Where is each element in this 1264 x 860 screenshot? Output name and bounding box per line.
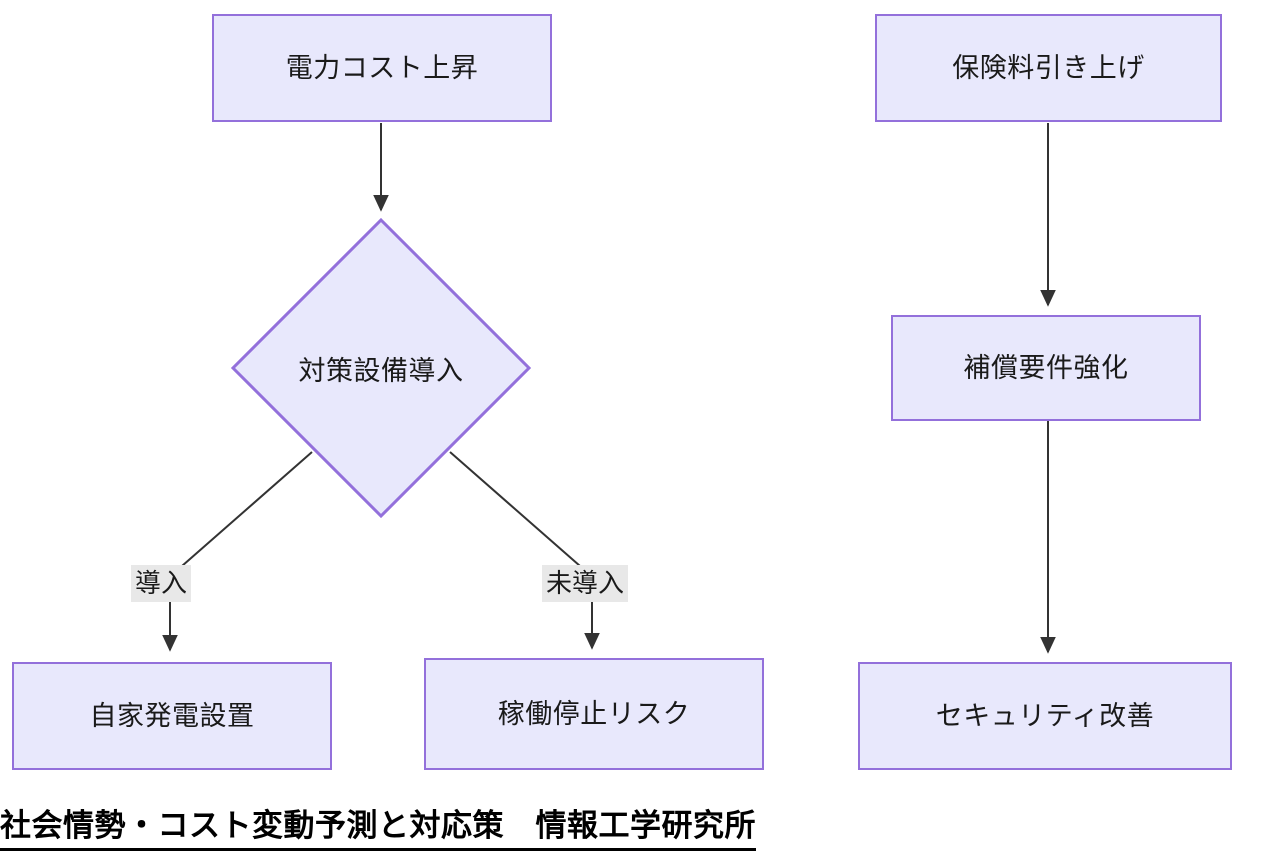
node-self-power[interactable]: 自家発電設置 (12, 662, 332, 770)
node-downtime-risk[interactable]: 稼働停止リスク (424, 658, 764, 770)
diamond-shape (231, 218, 531, 518)
node-countermeasure[interactable]: 対策設備導入 (231, 218, 531, 518)
node-downtime-risk-label: 稼働停止リスク (497, 698, 691, 729)
node-security-improvement-label: セキュリティ改善 (935, 700, 1155, 731)
diagram-caption: 社会情勢・コスト変動予測と対応策 情報工学研究所 (0, 800, 1264, 851)
node-power-cost[interactable]: 電力コスト上昇 (212, 14, 552, 122)
node-coverage-req[interactable]: 補償要件強化 (891, 315, 1201, 421)
node-coverage-req-label: 補償要件強化 (963, 352, 1129, 383)
node-premium-hike-label: 保険料引き上げ (952, 52, 1145, 83)
edge-label-adopted: 導入 (131, 565, 192, 602)
node-countermeasure-label: 対策設備導入 (298, 355, 464, 386)
node-premium-hike[interactable]: 保険料引き上げ (875, 14, 1222, 122)
diagram-caption-text: 社会情勢・コスト変動予測と対応策 情報工学研究所 (0, 800, 756, 851)
edge-label-not-adopted: 未導入 (542, 565, 629, 602)
node-power-cost-label: 電力コスト上昇 (285, 52, 479, 83)
node-self-power-label: 自家発電設置 (89, 700, 255, 731)
node-security-improvement[interactable]: セキュリティ改善 (858, 662, 1232, 770)
